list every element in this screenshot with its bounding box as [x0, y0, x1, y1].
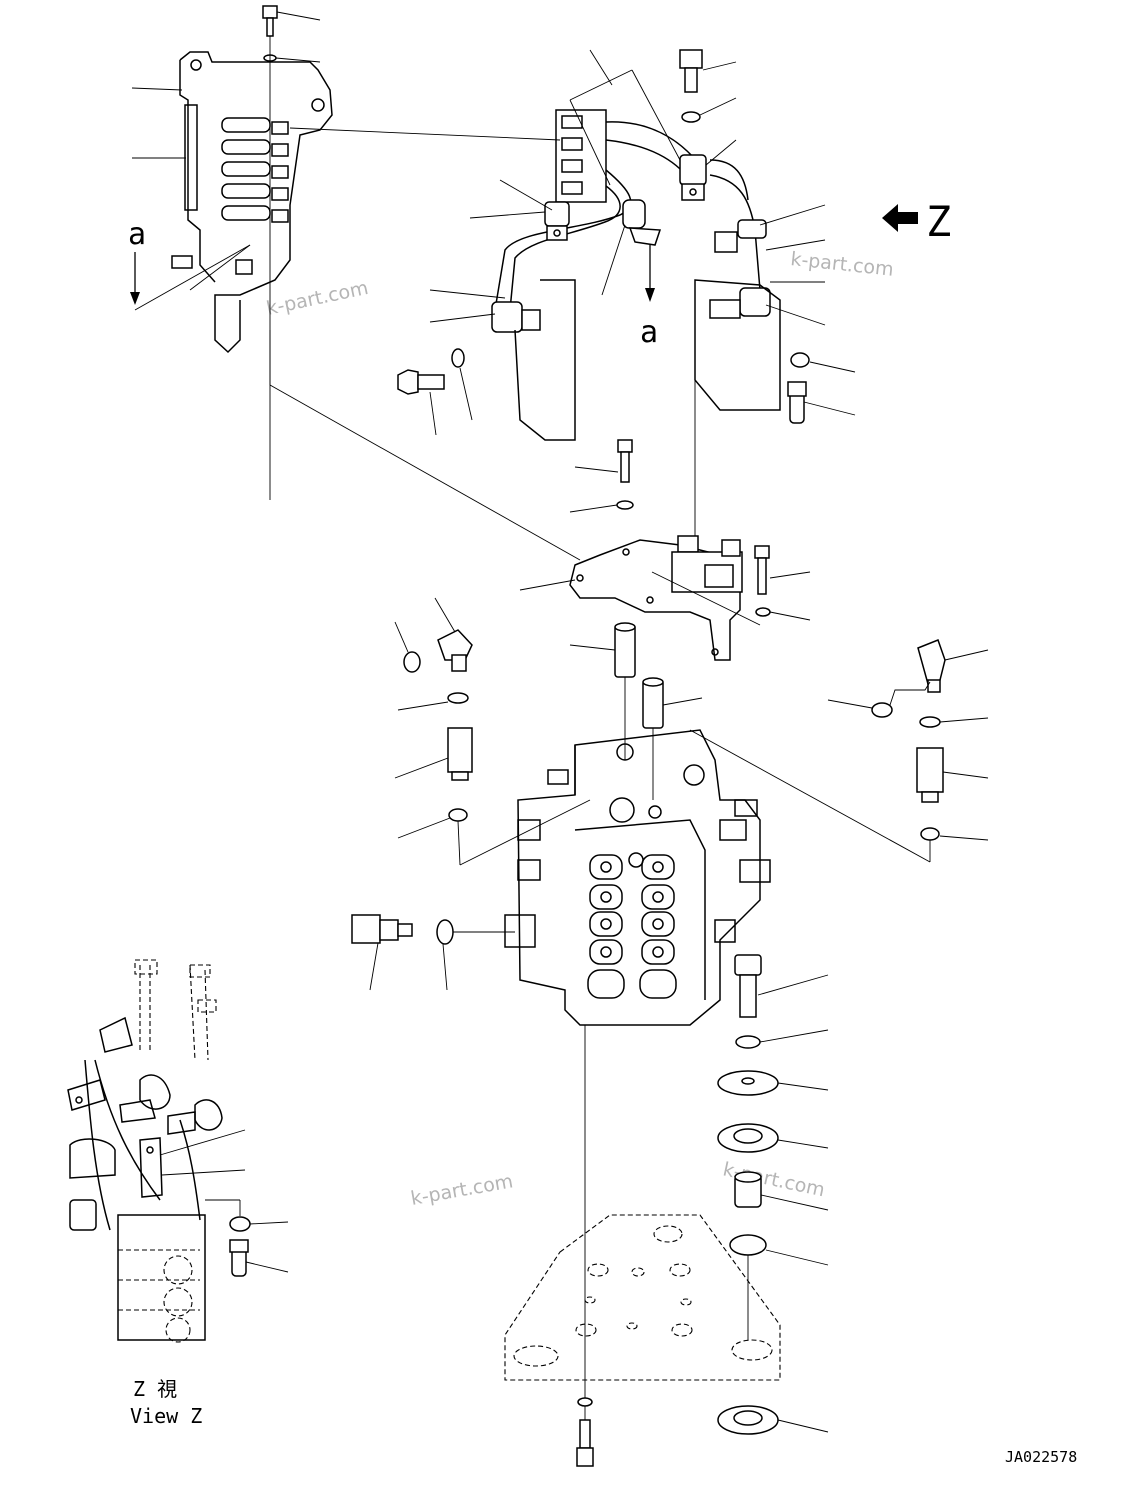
left-fittings	[351, 597, 591, 991]
section-arrow-icon	[645, 288, 655, 302]
connector-bracket-assembly: a	[128, 5, 581, 561]
mounting-stack	[717, 954, 829, 1435]
view-z-inset: Z 視 View Z	[67, 959, 289, 1428]
view-z-title-jp: Z 視	[133, 1377, 177, 1401]
section-arrow-icon	[130, 292, 140, 305]
wiring-harness-top: a Z	[397, 49, 951, 540]
view-direction-arrow-icon	[882, 204, 918, 232]
mounting-plate	[504, 1214, 781, 1467]
view-z-title-en: View Z	[130, 1404, 202, 1428]
drawing-number: JA022578	[1005, 1448, 1077, 1466]
watermark: k-part.com	[264, 277, 370, 320]
watermark: k-part.com	[789, 248, 894, 281]
right-fittings	[689, 639, 989, 863]
section-marker-a-center: a	[640, 315, 658, 350]
relay-bracket	[519, 439, 811, 800]
section-marker-a: a	[128, 217, 146, 252]
view-arrow-label: Z	[926, 197, 951, 246]
control-valve-block	[504, 729, 771, 1465]
watermark: k-part.com	[409, 1170, 515, 1210]
